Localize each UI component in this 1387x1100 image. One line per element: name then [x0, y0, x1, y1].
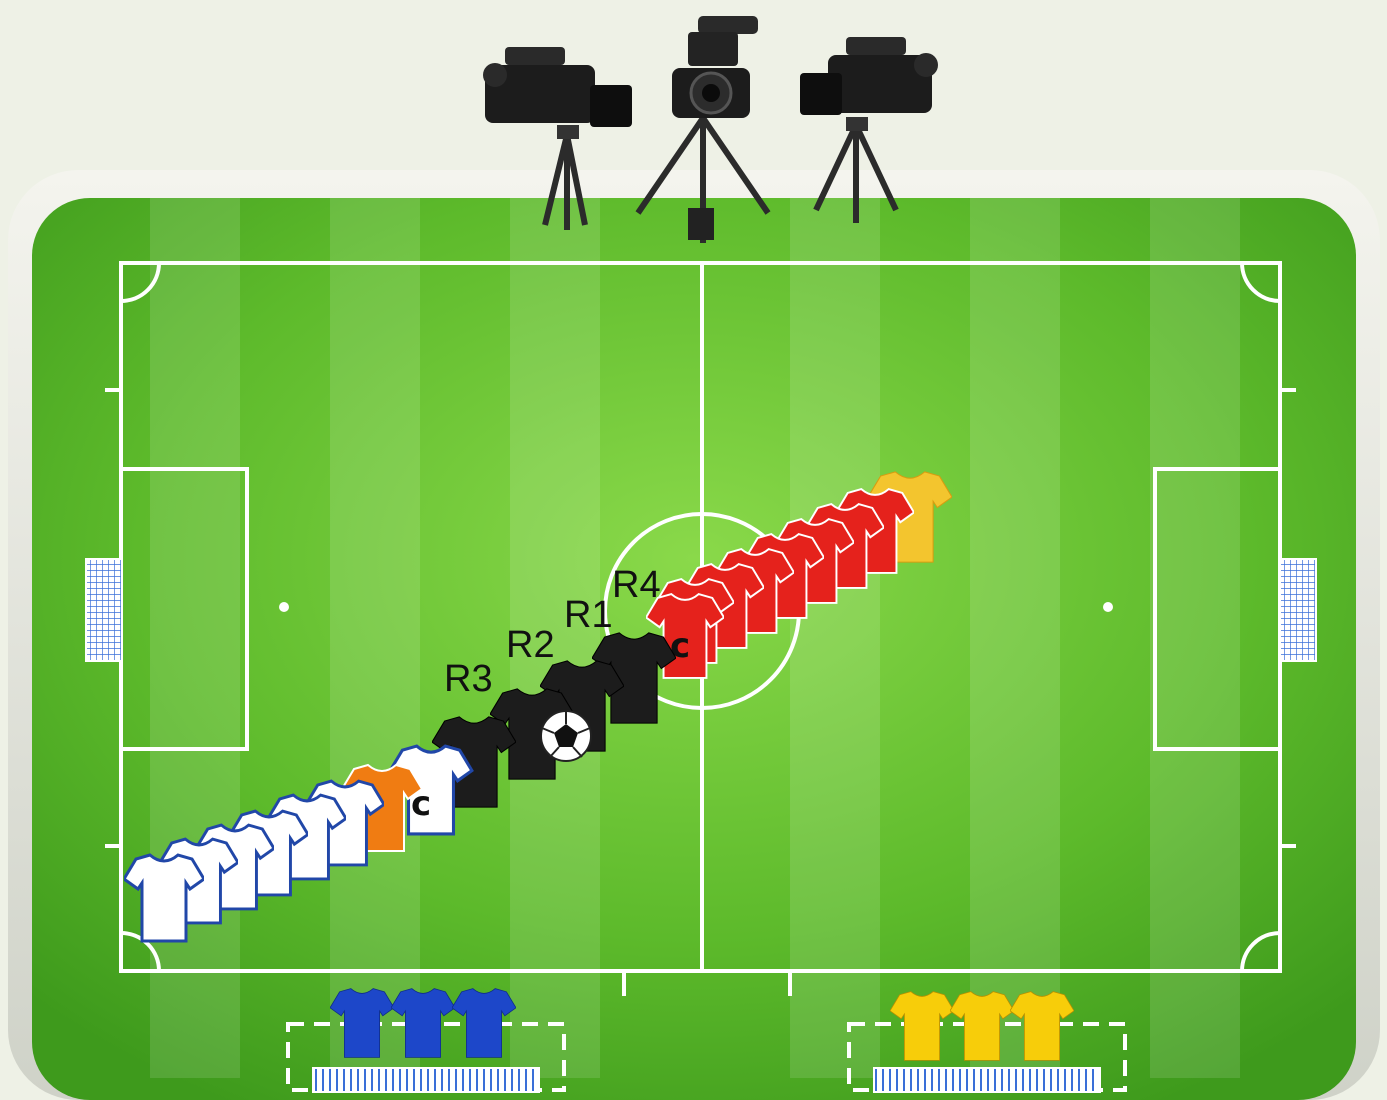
referee-label-r1: R1 [564, 596, 613, 634]
substitutes-away [890, 992, 1074, 1061]
referee-label-r4: R4 [612, 566, 661, 604]
referee-label-r3: R3 [444, 660, 493, 698]
goal-net-icon [1280, 559, 1316, 661]
substitutes-home [330, 989, 516, 1058]
penalty-spot-right [1103, 602, 1113, 612]
bench-icon [874, 1068, 1100, 1092]
bench-icon [313, 1068, 539, 1092]
goal-net-icon [86, 559, 122, 661]
referee-label-r2: R2 [506, 626, 555, 664]
penalty-spot-left [279, 602, 289, 612]
soccer-ball-icon [541, 711, 591, 761]
home-captain-mark: c [411, 784, 431, 824]
